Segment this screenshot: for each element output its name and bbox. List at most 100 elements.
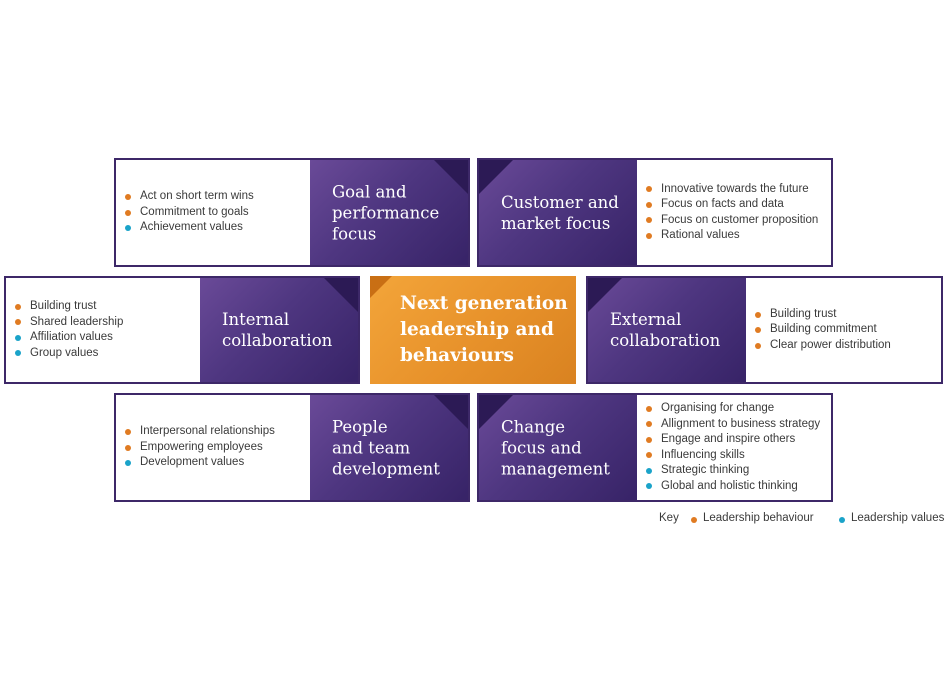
- list-item: Building trust: [15, 299, 123, 315]
- external-collaboration-title: External collaboration: [610, 310, 721, 350]
- list-item: Organising for change: [646, 401, 820, 417]
- leadership-behaviour-dot: [646, 421, 652, 428]
- leadership-behaviour-dot: [646, 452, 652, 459]
- list-item: Development values: [125, 455, 275, 471]
- leadership-behaviour-dot: [691, 517, 697, 523]
- list-item-text: Clear power distribution: [770, 338, 891, 351]
- leadership-behaviour-dot: [125, 194, 131, 200]
- list-item: Act on short term wins: [125, 189, 254, 205]
- list-item-text: Building trust: [30, 300, 97, 312]
- list-item-text: Achievement values: [140, 221, 243, 234]
- leadership-behaviour-dot: [15, 303, 21, 310]
- list-item: Affiliation values: [15, 330, 123, 346]
- list-item: Rational values: [646, 228, 818, 244]
- leadership-behaviour-dot: [755, 311, 761, 318]
- people-team-panel: People and team development: [310, 395, 468, 500]
- leadership-behaviour-dot: [646, 186, 652, 193]
- list-item-text: Empowering employees: [140, 440, 263, 453]
- list-item-text: Commitment to goals: [140, 205, 249, 218]
- list-item: Interpersonal relationships: [125, 424, 275, 440]
- list-item: Influencing skills: [646, 448, 820, 464]
- panel-fold: [324, 278, 358, 312]
- list-item: Focus on facts and data: [646, 197, 818, 213]
- list-item-text: Focus on facts and data: [661, 198, 784, 210]
- change-management-box: Change focus and management Organising f…: [477, 393, 833, 502]
- internal-collaboration-title: Internal collaboration: [222, 310, 333, 350]
- leadership-values-dot: [15, 350, 21, 357]
- list-item-text: Building commitment: [770, 323, 877, 336]
- leadership-behaviour-dot: [646, 405, 652, 412]
- leadership-behaviour-dot: [646, 217, 652, 224]
- list-item-text: Affiliation values: [30, 331, 113, 343]
- leadership-values-dot: [125, 225, 131, 231]
- list-item-text: Development values: [140, 456, 245, 469]
- leadership-behaviour-dot: [646, 436, 652, 443]
- leadership-behaviour-dot: [755, 327, 761, 333]
- leadership-values-dot: [646, 467, 652, 474]
- center-box: Next generation leadership and behaviour…: [370, 276, 576, 384]
- customer-market-title: Customer and market focus: [501, 192, 619, 233]
- internal-collaboration-panel: Internal collaboration: [200, 278, 358, 382]
- legend: Key Leadership behaviour Leadership valu…: [659, 512, 945, 528]
- panel-fold: [479, 395, 513, 429]
- list-item: Building commitment: [755, 322, 891, 338]
- list-item-text: Building trust: [770, 307, 837, 320]
- panel-fold: [434, 160, 468, 194]
- list-item-text: Engage and inspire others: [661, 433, 796, 445]
- leadership-values-dot: [125, 460, 131, 466]
- leadership-behaviour-dot: [755, 342, 761, 349]
- list-item-text: Innovative towards the future: [661, 182, 809, 195]
- leadership-values-dot: [646, 483, 652, 490]
- change-management-title: Change focus and management: [501, 417, 610, 478]
- customer-market-panel: Customer and market focus: [479, 160, 637, 265]
- list-item-text: Allignment to business strategy: [661, 417, 821, 430]
- list-item: Global and holistic thinking: [646, 479, 820, 495]
- leadership-values-dot: [839, 517, 845, 523]
- list-item-text: Influencing skills: [661, 448, 745, 461]
- legend-values-label: Leadership values: [851, 512, 945, 524]
- goal-performance-title: Goal and performance focus: [332, 182, 440, 243]
- panel-fold: [588, 278, 622, 312]
- list-item-text: Act on short term wins: [140, 190, 254, 203]
- center-fold: [370, 276, 392, 298]
- leadership-behaviour-dot: [125, 209, 131, 216]
- center-title: Next generation leadership and behaviour…: [400, 293, 568, 366]
- list-item: Clear power distribution: [755, 338, 891, 354]
- list-item-text: Group values: [30, 346, 99, 359]
- goal-performance-panel: Goal and performance focus: [310, 160, 468, 265]
- list-item-text: Strategic thinking: [661, 464, 750, 476]
- list-item: Allignment to business strategy: [646, 417, 820, 433]
- change-management-panel: Change focus and management: [479, 395, 637, 500]
- external-collaboration-panel: External collaboration: [588, 278, 746, 382]
- list-item-text: Rational values: [661, 229, 740, 241]
- list-item: Focus on customer proposition: [646, 213, 818, 229]
- panel-fold: [479, 160, 513, 194]
- legend-behaviour-label: Leadership behaviour: [703, 512, 814, 524]
- list-item: Shared leadership: [15, 315, 123, 331]
- list-item: Building trust: [755, 307, 891, 323]
- panel-fold: [434, 395, 468, 429]
- list-item: Engage and inspire others: [646, 432, 820, 448]
- list-item-text: Global and holistic thinking: [661, 479, 798, 492]
- customer-market-box: Customer and market focus Innovative tow…: [477, 158, 833, 267]
- leadership-values-dot: [15, 334, 21, 341]
- list-item: Commitment to goals: [125, 205, 254, 221]
- leadership-behaviour-dot: [15, 319, 21, 326]
- list-item: Group values: [15, 346, 123, 362]
- list-item: Strategic thinking: [646, 463, 820, 479]
- list-item: Empowering employees: [125, 440, 275, 456]
- leadership-behaviour-dot: [125, 429, 131, 435]
- list-item: Achievement values: [125, 220, 254, 236]
- list-item-text: Interpersonal relationships: [140, 425, 275, 438]
- list-item-text: Focus on customer proposition: [661, 213, 819, 226]
- people-team-title: People and team development: [332, 417, 440, 478]
